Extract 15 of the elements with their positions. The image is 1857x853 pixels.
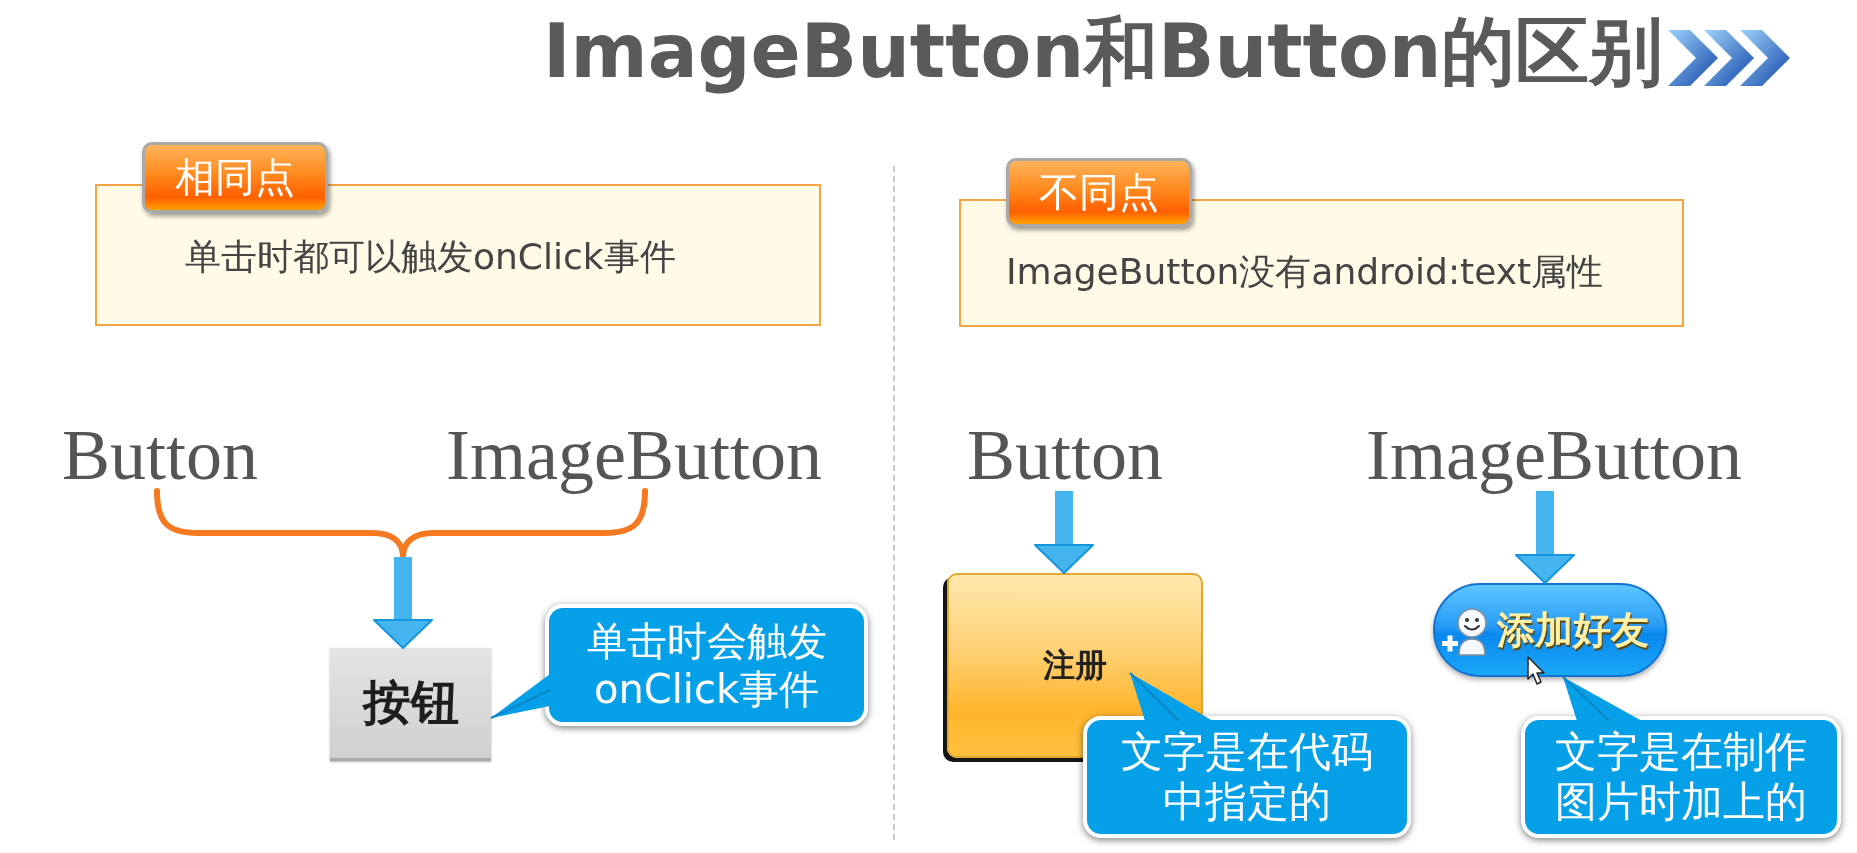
arrow [1515, 491, 1575, 584]
slide-title: ImageButton和Button的区别 [542, 7, 1665, 96]
leader-line [1129, 672, 1180, 722]
arrow [373, 557, 433, 649]
class-label: Button [967, 419, 1164, 491]
panel-text: ImageButton没有android:text属性 [1006, 252, 1604, 292]
section-tab: 相同点 [142, 142, 328, 213]
section-tab: 不同点 [1006, 158, 1192, 227]
image-button [1433, 583, 1667, 677]
push-button: 按钮 [330, 648, 491, 761]
button-text: 添加好友 [1497, 606, 1649, 654]
brace-line [400, 488, 648, 560]
class-label: Button [62, 419, 259, 491]
panel-text: 单击时都可以触发onClick事件 [185, 237, 676, 277]
arrow [1034, 491, 1094, 574]
